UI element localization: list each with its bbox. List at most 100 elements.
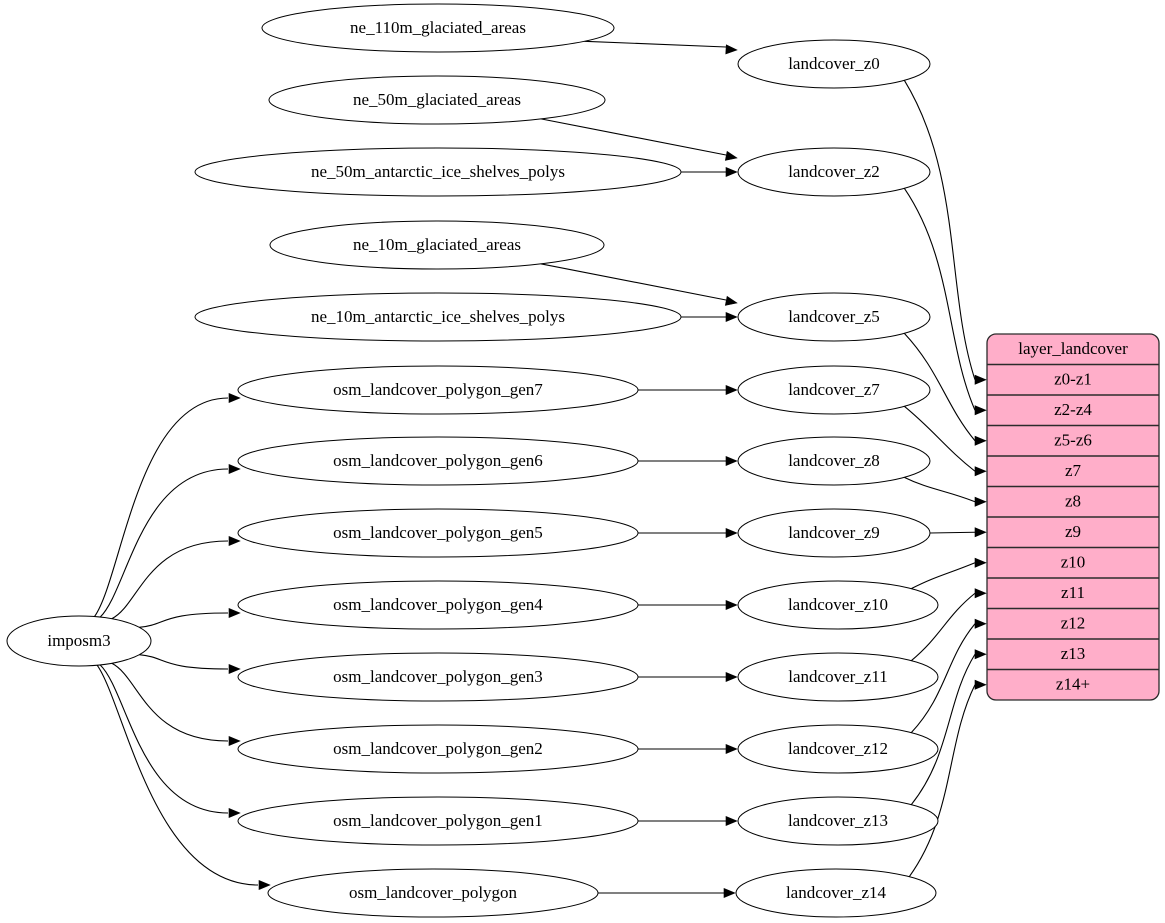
edge-arrowhead (228, 535, 241, 547)
node-ne_50m_antarctic_ice_shelves_polys-shape (194, 147, 682, 197)
edge-landcover_z2-to-row-z2-z4 (903, 188, 976, 411)
edge-arrowhead (228, 735, 241, 747)
node-ne_10m_antarctic_ice_shelves_polys-shape (194, 292, 682, 342)
edge-arrowhead (724, 295, 738, 306)
node-landcover_z8[interactable]: landcover_z8 (737, 436, 931, 486)
node-ne_10m_glaciated_areas[interactable]: ne_10m_glaciated_areas (269, 220, 605, 270)
node-landcover_z2-shape (737, 147, 931, 197)
node-landcover_z2[interactable]: landcover_z2 (737, 147, 931, 197)
node-osm_landcover_polygon_gen6[interactable]: osm_landcover_polygon_gen6 (237, 436, 639, 486)
edge-arrowhead (974, 466, 987, 477)
edge-arrowhead (725, 384, 738, 396)
edge-arrowhead (725, 743, 738, 755)
edge-imposm3-to-osm_landcover_polygon_gen6 (99, 468, 229, 618)
node-imposm3-shape (6, 615, 152, 667)
edge-imposm3-to-osm_landcover_polygon_gen2 (111, 662, 229, 742)
node-landcover_z0[interactable]: landcover_z0 (737, 39, 931, 89)
node-ne_110m_glaciated_areas-shape (261, 3, 615, 53)
edge-landcover_z9-to-row-z9 (929, 531, 976, 534)
node-osm_landcover_polygon_gen2[interactable]: osm_landcover_polygon_gen2 (237, 724, 639, 774)
edge-imposm3-to-osm_landcover_polygon (96, 664, 259, 886)
edge-arrowhead (725, 311, 738, 323)
edge-imposm3-to-osm_landcover_polygon_gen7 (94, 397, 229, 617)
node-osm_landcover_polygon_gen6-shape (237, 436, 639, 486)
node-ne_110m_glaciated_areas[interactable]: ne_110m_glaciated_areas (261, 3, 615, 53)
node-landcover_z12-shape (737, 724, 939, 774)
edge-arrowhead (974, 557, 987, 568)
edge-imposm3-to-osm_landcover_polygon_gen5 (111, 540, 229, 620)
node-landcover_z5-shape (737, 292, 931, 342)
node-landcover_z12[interactable]: landcover_z12 (737, 724, 939, 774)
edge-ne_50m_glaciated_areas-to-landcover_z2 (540, 118, 727, 156)
edge-arrowhead (725, 671, 738, 683)
node-landcover_z11-shape (737, 652, 939, 702)
node-landcover_z5[interactable]: landcover_z5 (737, 292, 931, 342)
node-ne_10m_antarctic_ice_shelves_polys[interactable]: ne_10m_antarctic_ice_shelves_polys (194, 292, 682, 342)
edge-arrowhead (974, 527, 987, 538)
edge-landcover_z10-to-row-z10 (911, 562, 976, 590)
edge-landcover_z11-to-row-z11 (910, 592, 976, 662)
edge-ne_10m_glaciated_areas-to-landcover_z5 (540, 263, 727, 301)
edge-ne_110m_glaciated_areas-to-landcover_z0 (584, 40, 727, 48)
edge-arrowhead (974, 588, 987, 599)
edge-arrowhead (974, 374, 987, 385)
edge-landcover_z5-to-row-z5-z6 (903, 332, 976, 442)
node-ne_50m_glaciated_areas[interactable]: ne_50m_glaciated_areas (268, 75, 606, 125)
edge-imposm3-to-osm_landcover_polygon_gen1 (99, 664, 229, 814)
nodes-layer: imposm3 ne_110m_glaciated_areas ne_50m_gla… (6, 3, 939, 918)
node-osm_landcover_polygon-shape (267, 868, 599, 918)
node-ne_10m_glaciated_areas-shape (269, 220, 605, 270)
node-ne_50m_antarctic_ice_shelves_polys[interactable]: ne_50m_antarctic_ice_shelves_polys (194, 147, 682, 197)
node-landcover_z7-shape (737, 365, 931, 415)
edge-arrowhead (974, 649, 987, 660)
node-landcover_z13-shape (737, 796, 939, 846)
edges-layer (94, 40, 987, 899)
edge-arrowhead (723, 887, 736, 899)
node-landcover_z11[interactable]: landcover_z11 (737, 652, 939, 702)
node-osm_landcover_polygon_gen2-shape (237, 724, 639, 774)
node-landcover_z14-shape (735, 868, 937, 918)
layer-landcover-table: layer_landcoverz0-z1z2-z4z5-z6z7z8z9z10z… (986, 333, 1160, 701)
edge-arrowhead (725, 599, 738, 611)
edge-arrowhead (228, 392, 241, 404)
edge-landcover_z13-to-row-z13 (910, 653, 976, 806)
edge-imposm3-to-osm_landcover_polygon_gen3 (139, 654, 229, 670)
edge-imposm3-to-osm_landcover_polygon_gen4 (139, 612, 229, 628)
node-osm_landcover_polygon_gen3-shape (237, 652, 639, 702)
edge-arrowhead (258, 879, 271, 891)
node-osm_landcover_polygon_gen7[interactable]: osm_landcover_polygon_gen7 (237, 365, 639, 415)
node-imposm3[interactable]: imposm3 (6, 615, 152, 667)
node-landcover_z0-shape (737, 39, 931, 89)
edge-landcover_z7-to-row-z7 (903, 405, 976, 472)
edge-landcover_z0-to-row-z0-z1 (903, 80, 976, 380)
edge-arrowhead (974, 679, 987, 690)
edge-arrowhead (724, 150, 738, 161)
node-osm_landcover_polygon[interactable]: osm_landcover_polygon (267, 868, 599, 918)
edge-arrowhead (974, 618, 987, 629)
edge-landcover_z12-to-row-z12 (910, 623, 976, 734)
node-landcover_z7[interactable]: landcover_z7 (737, 365, 931, 415)
edge-arrowhead (228, 463, 241, 475)
edge-arrowhead (725, 166, 738, 178)
node-osm_landcover_polygon_gen5[interactable]: osm_landcover_polygon_gen5 (237, 508, 639, 558)
edge-arrowhead (725, 815, 738, 827)
edge-arrowhead (974, 496, 987, 507)
edge-arrowhead (228, 663, 241, 675)
node-landcover_z10[interactable]: landcover_z10 (737, 580, 939, 630)
node-landcover_z13[interactable]: landcover_z13 (737, 796, 939, 846)
edge-arrowhead (228, 607, 241, 619)
node-osm_landcover_polygon_gen1[interactable]: osm_landcover_polygon_gen1 (237, 796, 639, 846)
node-osm_landcover_polygon_gen4[interactable]: osm_landcover_polygon_gen4 (237, 580, 639, 630)
edge-arrowhead (725, 455, 738, 467)
node-osm_landcover_polygon_gen3[interactable]: osm_landcover_polygon_gen3 (237, 652, 639, 702)
edge-arrowhead (228, 807, 241, 819)
node-landcover_z9[interactable]: landcover_z9 (737, 508, 931, 558)
node-osm_landcover_polygon_gen1-shape (237, 796, 639, 846)
edge-arrowhead (974, 405, 987, 416)
edge-arrowhead (725, 527, 738, 539)
node-landcover_z8-shape (737, 436, 931, 486)
node-landcover_z14[interactable]: landcover_z14 (735, 868, 937, 918)
edge-arrowhead (725, 44, 738, 55)
node-landcover_z10-shape (737, 580, 939, 630)
